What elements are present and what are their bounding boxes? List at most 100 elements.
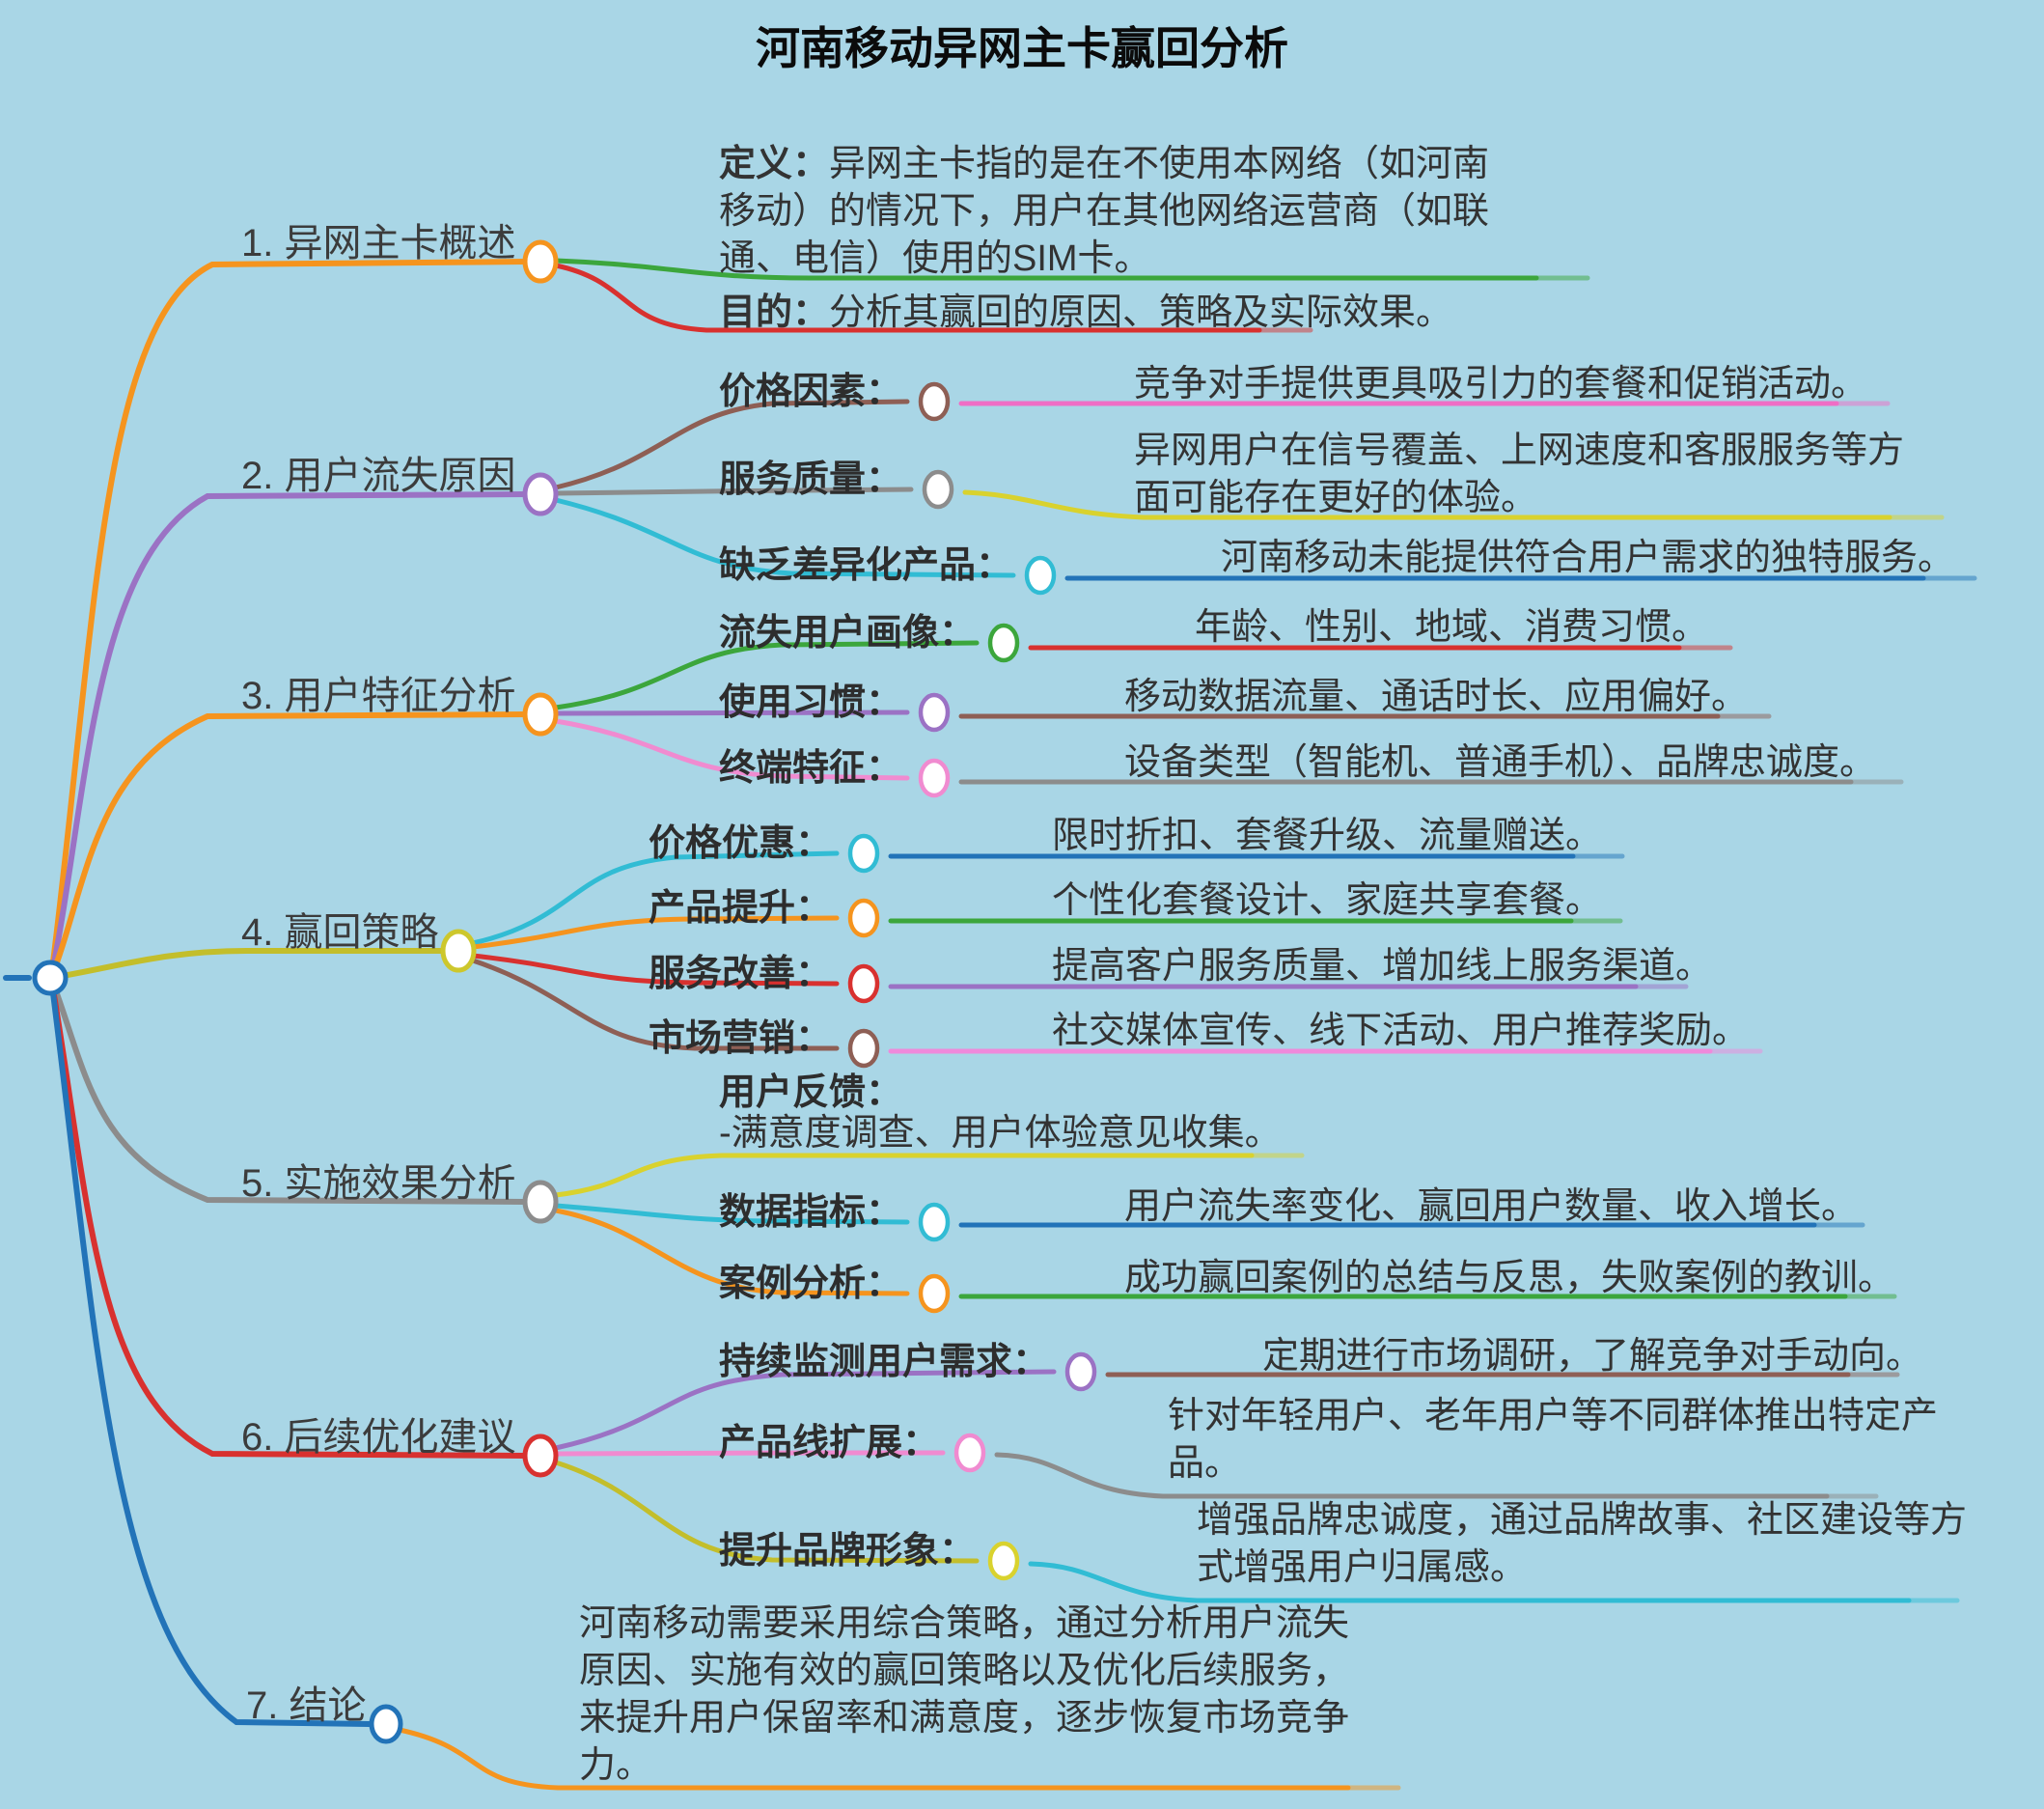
item-label-price-offer: 价格优惠： — [649, 823, 833, 864]
branch-6-node — [522, 1433, 559, 1478]
item-detail-conclusion: 河南移动需要采用综合策略，通过分析用户流失原因、实施有效的赢回策略以及优化后续服… — [579, 1603, 1350, 1786]
item-detail-data-metrics: 用户流失率变化、赢回用户数量、收入增长。 — [1124, 1186, 1859, 1227]
branch-5-node — [522, 1180, 559, 1224]
item-node-service-improve — [847, 963, 880, 1004]
branch-1-node — [522, 239, 559, 284]
connector-service-quality — [553, 487, 914, 496]
item-label-data-metrics: 数据指标： — [719, 1192, 903, 1233]
item-node-case-analysis — [918, 1273, 951, 1314]
item-node-monitor-needs — [1064, 1351, 1097, 1392]
item-label-case-analysis: 案例分析： — [719, 1264, 903, 1304]
underline-conclusion — [397, 1727, 1351, 1791]
connector-service-improve — [470, 953, 840, 987]
nodes — [32, 239, 1097, 1744]
connector-device-trait — [553, 718, 910, 781]
item-label-user-feedback: 用户反馈： — [719, 1072, 903, 1113]
branch-3-line — [48, 711, 529, 981]
underline-definition — [553, 258, 1539, 281]
branch-3-label: 3. 用户特征分析 — [241, 675, 516, 717]
branch-4-label: 4. 赢回策略 — [241, 911, 439, 954]
connector-monitor-needs — [553, 1369, 1057, 1451]
item-label-product-line: 产品线扩展： — [719, 1423, 940, 1463]
branch-7-label: 7. 结论 — [246, 1684, 367, 1727]
item-detail-brand-image: 增强品牌忠诚度，通过品牌故事、社区建设等方式增强用户归属感。 — [1197, 1500, 1968, 1588]
item-detail-service-improve: 提高客户服务质量、增加线上服务渠道。 — [1052, 946, 1713, 987]
item-label-price-factor: 价格因素： — [719, 372, 903, 412]
item-label-marketing: 市场营销： — [649, 1018, 833, 1059]
branch-7-node — [369, 1704, 403, 1744]
branch-4-node — [440, 929, 477, 973]
item-label-device-trait: 终端特征： — [719, 748, 903, 789]
item-detail-churn-profile: 年龄、性别、地域、消费习惯。 — [1195, 607, 1709, 648]
branch-7-line — [48, 975, 374, 1727]
connector-usage-habit — [553, 710, 910, 716]
item-definition: 定义：异网主卡指的是在不使用本网络（如河南移动）的情况下，用户在其他网络运营商（… — [719, 141, 1505, 283]
item-purpose-text: 分析其赢回的原因、策略及实际效果。 — [829, 292, 1453, 333]
item-definition-text: 异网主卡指的是在不使用本网络（如河南移动）的情况下，用户在其他网络运营商（如联通… — [719, 144, 1490, 279]
item-node-product-line — [953, 1433, 986, 1473]
connector-case-analysis — [553, 1208, 910, 1296]
mindmap-title: 河南移动异网主卡赢回分析 — [756, 23, 1288, 73]
root-node — [32, 960, 69, 996]
item-purpose-label: 目的： — [719, 292, 830, 333]
item-detail-price-offer: 限时折扣、套餐升级、流量赠送。 — [1052, 816, 1603, 856]
connector-marketing — [470, 958, 840, 1051]
item-detail-price-factor: 竞争对手提供更具吸引力的套餐和促销活动。 — [1134, 364, 1868, 404]
item-node-brand-image — [987, 1541, 1020, 1581]
underline-service-quality — [962, 489, 1892, 520]
item-detail-marketing: 社交媒体宣传、线下活动、用户推荐奖励。 — [1052, 1011, 1750, 1051]
item-label-churn-profile: 流失用户画像： — [719, 613, 977, 654]
connector-churn-profile — [553, 640, 980, 710]
item-label-monitor-needs: 持续监测用户需求： — [719, 1342, 1050, 1382]
item-node-marketing — [847, 1028, 880, 1069]
underline-brand-image — [1028, 1561, 1912, 1603]
item-definition-label: 定义： — [719, 144, 830, 184]
item-node-lack-diff — [1024, 555, 1057, 596]
item-label-service-quality: 服务质量： — [719, 459, 903, 500]
connector-brand-image — [553, 1460, 980, 1564]
branch-1-label: 1. 异网主卡概述 — [241, 222, 516, 264]
connector-product-line — [553, 1450, 946, 1457]
branch-4-line — [48, 948, 447, 981]
item-node-device-trait — [918, 758, 951, 798]
underline-product-line — [994, 1452, 1830, 1499]
item-underlines — [397, 258, 1977, 1791]
item-detail-service-quality: 异网用户在信号覆盖、上网速度和客服服务等方面可能存在更好的体验。 — [1134, 431, 1905, 518]
branch-3-node — [522, 692, 559, 737]
item-node-product-upgrade — [847, 898, 880, 938]
item-label-product-upgrade: 产品提升： — [649, 888, 833, 929]
connector-price-factor — [553, 399, 910, 490]
connector-price-offer — [470, 850, 840, 946]
connector-lack-diff — [553, 497, 1016, 578]
branch-2-label: 2. 用户流失原因 — [241, 455, 516, 497]
connector-data-metrics — [553, 1203, 910, 1225]
item-detail-monitor-needs: 定期进行市场调研，了解竞争对手动向。 — [1262, 1336, 1923, 1377]
branch-6-label: 6. 后续优化建议 — [241, 1416, 516, 1459]
branch-5-label: 5. 实施效果分析 — [241, 1162, 516, 1205]
item-node-service-quality — [922, 469, 954, 510]
branch-5-line — [48, 975, 529, 1205]
item-detail-usage-habit: 移动数据流量、通话时长、应用偏好。 — [1124, 677, 1749, 717]
branch-1-line — [48, 259, 529, 981]
underline-purpose — [553, 263, 1262, 333]
item-label-lack-diff: 缺乏差异化产品： — [719, 545, 1013, 586]
item-label-brand-image: 提升品牌形象： — [719, 1531, 977, 1572]
level1-connectors — [3, 259, 529, 1727]
branch-2-line — [48, 491, 529, 981]
item-node-usage-habit — [918, 692, 951, 733]
item-label-usage-habit: 使用习惯： — [719, 682, 903, 723]
item-detail-product-line: 针对年轻用户、老年用户等不同群体推出特定产品。 — [1168, 1396, 1939, 1484]
item-detail-lack-diff: 河南移动未能提供符合用户需求的独特服务。 — [1221, 538, 1955, 578]
item-detail-case-analysis: 成功赢回案例的总结与反思，失败案例的教训。 — [1124, 1258, 1895, 1298]
item-node-price-factor — [918, 381, 951, 422]
item-node-price-offer — [847, 833, 880, 874]
item-node-churn-profile — [987, 623, 1020, 663]
branch-6-line — [48, 975, 529, 1459]
item-label-service-improve: 服务改善： — [649, 954, 833, 994]
item-node-data-metrics — [918, 1202, 951, 1242]
item-detail-device-trait: 设备类型（智能机、普通手机）、品牌忠诚度。 — [1124, 742, 1877, 783]
connector-product-upgrade — [470, 915, 840, 950]
level2-connectors — [470, 399, 1057, 1564]
